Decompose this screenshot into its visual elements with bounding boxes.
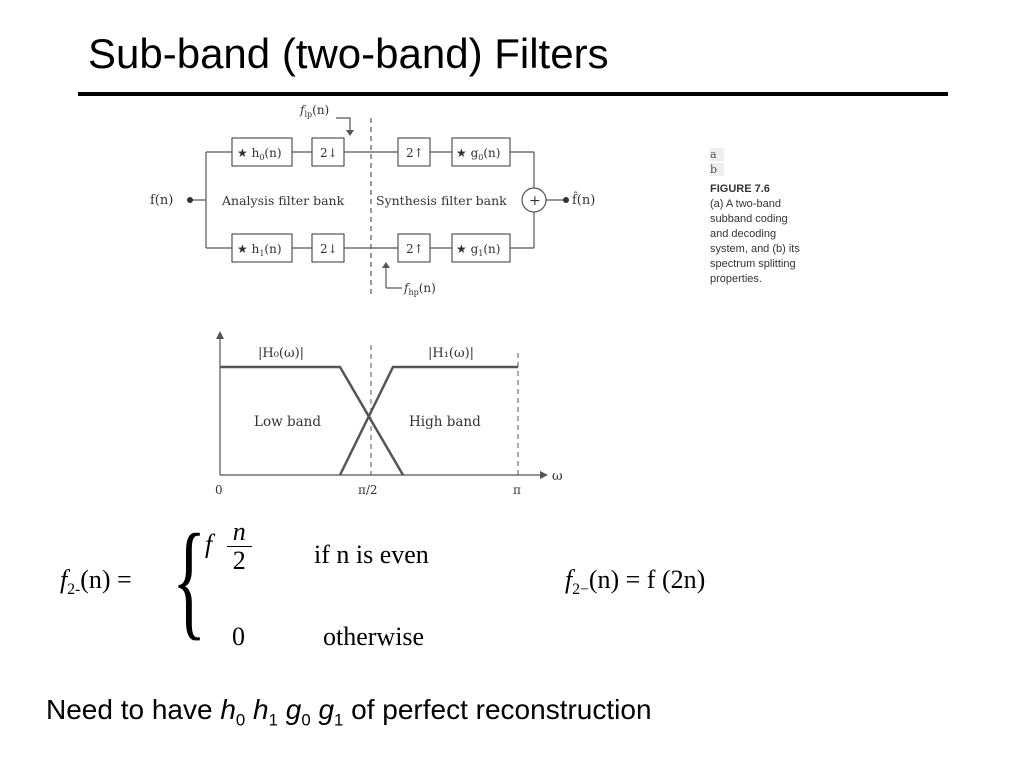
caption-line-3: and decoding	[710, 228, 777, 240]
spectrum-plot: |H₀(ω)| |H₁(ω)| Low band High band ω 0 π…	[215, 331, 563, 497]
h0-filter-box: ★ h0(n)	[237, 146, 282, 162]
flp-label: flp(n)	[299, 103, 329, 119]
filter-bank-diagram: f(n) f̂(n) flp(n) fhp(n) ★ h0(n) ★ h1(n)…	[150, 103, 595, 297]
case-even: f n 2	[205, 518, 256, 575]
downsample-box-upper: 2↓	[320, 146, 338, 160]
low-band-label: Low band	[254, 414, 321, 430]
case-otherwise-value: 0	[232, 622, 245, 651]
caption-label-b: b	[710, 163, 724, 176]
figure-number: FIGURE 7.6	[710, 183, 770, 195]
caption-line-1: (a) A two-band	[710, 198, 781, 210]
g0-filter-box: ★ g0(n)	[456, 146, 500, 162]
upsample-equation: f2-(n) =	[60, 565, 132, 599]
downsample-box-lower: 2↓	[320, 242, 338, 256]
h0-magnitude-label: |H₀(ω)|	[258, 346, 304, 361]
output-signal-label: f̂(n)	[572, 191, 595, 208]
tick-pi: π	[513, 483, 521, 497]
title-underline	[78, 92, 948, 96]
figure-caption: a b FIGURE 7.6 (a) A two-band subband co…	[710, 148, 830, 287]
analysis-label: Analysis filter bank	[221, 193, 345, 208]
piecewise-brace: {	[172, 508, 207, 652]
reconstruction-note: Need to have h0 h1 g0 g1 of perfect reco…	[46, 694, 652, 730]
fhp-label: fhp(n)	[403, 281, 436, 297]
caption-line-2: subband coding	[710, 213, 788, 225]
synthesis-label: Synthesis filter bank	[376, 193, 507, 208]
h1-magnitude-label: |H₁(ω)|	[428, 346, 474, 361]
tick-zero: 0	[215, 483, 223, 497]
omega-axis-label: ω	[552, 469, 563, 484]
downsample-equation: f2−(n) = f (2n)	[565, 565, 706, 599]
high-band-label: High band	[409, 414, 481, 430]
case-even-condition: if n is even	[314, 540, 429, 569]
upsample-box-lower: 2↑	[406, 242, 424, 256]
summer-node: +	[529, 193, 541, 209]
h1-filter-box: ★ h1(n)	[237, 242, 282, 258]
g1-filter-box: ★ g1(n)	[456, 242, 500, 258]
page-title: Sub-band (two-band) Filters	[88, 30, 609, 77]
caption-line-6: properties.	[710, 273, 762, 285]
caption-label-a: a	[710, 148, 724, 161]
upsample-box-upper: 2↑	[406, 146, 424, 160]
input-signal-label: f(n)	[150, 193, 173, 208]
caption-line-4: system, and (b) its	[710, 243, 800, 255]
tick-half-pi: π/2	[358, 483, 378, 497]
caption-line-5: spectrum splitting	[710, 258, 796, 270]
case-otherwise-condition: otherwise	[323, 622, 425, 651]
